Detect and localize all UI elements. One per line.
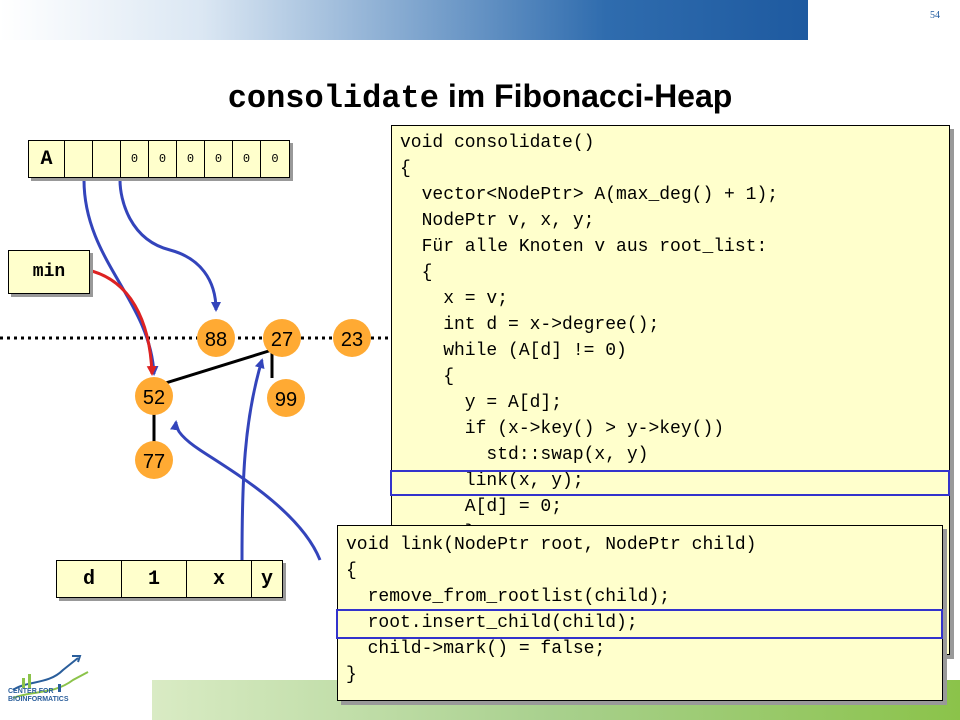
- var-d-label: d: [57, 561, 122, 597]
- title-text: im Fibonacci-Heap: [438, 78, 733, 114]
- logo-text: CENTER FOR BIOINFORMATICS: [8, 688, 108, 704]
- variables-bar: d 1 x y: [56, 560, 283, 598]
- code-line: child->mark() = false;: [346, 639, 606, 659]
- pointer-a1-to-88: [118, 179, 221, 312]
- title-function-name: consolidate: [227, 80, 439, 117]
- node-23-label: 23: [341, 329, 363, 351]
- page-number: 54: [930, 10, 940, 21]
- current-line-highlight: [390, 470, 950, 496]
- node-27: 27: [263, 319, 301, 357]
- node-27-label: 27: [271, 329, 293, 351]
- array-a-cell: 0: [205, 141, 233, 177]
- code-line: }: [346, 665, 357, 685]
- array-a-cell: 0: [233, 141, 261, 177]
- link-code-box: void link(NodePtr root, NodePtr child) {…: [337, 525, 943, 701]
- node-52-label: 52: [143, 387, 165, 409]
- logo-line-1: CENTER FOR: [8, 688, 54, 695]
- node-52: 52: [135, 377, 173, 415]
- node-99-label: 99: [275, 389, 297, 411]
- code-line: link(x, y);: [400, 471, 584, 491]
- code-line: if (x->key() > y->key()): [400, 419, 725, 439]
- pointer-a0-to-52: [82, 179, 159, 376]
- array-a-cell: 0: [149, 141, 177, 177]
- slide-title: consolidate im Fibonacci-Heap: [0, 78, 960, 117]
- array-a-cell: [93, 141, 121, 177]
- code-line: std::swap(x, y): [400, 445, 649, 465]
- pointer-y-to-52: [170, 420, 322, 561]
- node-77: 77: [135, 441, 173, 479]
- code-line: int d = x->degree();: [400, 315, 660, 335]
- array-a-cell: 0: [121, 141, 149, 177]
- min-pointer-box: min: [8, 250, 90, 294]
- array-a-label: A: [29, 141, 65, 177]
- node-23: 23: [333, 319, 371, 357]
- code-line: NodePtr v, x, y;: [400, 211, 595, 231]
- var-d-value: 1: [122, 561, 187, 597]
- link-line-highlight: [336, 609, 943, 639]
- code-line: A[d] = 0;: [400, 497, 563, 517]
- node-88: 88: [197, 319, 235, 357]
- code-line: {: [400, 367, 455, 387]
- code-line: while (A[d] != 0): [400, 341, 627, 361]
- array-a-cell: 0: [271, 152, 279, 166]
- code-line: {: [346, 561, 357, 581]
- code-line: void link(NodePtr root, NodePtr child): [346, 535, 757, 555]
- pointer-min-to-52: [87, 268, 157, 376]
- array-a-cell: [65, 141, 93, 177]
- code-line: Für alle Knoten v aus root_list:: [400, 237, 768, 257]
- code-line: remove_from_rootlist(child);: [346, 587, 671, 607]
- var-y-label: y: [260, 567, 273, 591]
- code-line: vector<NodePtr> A(max_deg() + 1);: [400, 185, 779, 205]
- node-88-label: 88: [205, 329, 227, 351]
- code-line: {: [400, 159, 411, 179]
- code-line: void consolidate(): [400, 133, 595, 153]
- logo-line-2: BIOINFORMATICS: [8, 696, 69, 703]
- array-a: A 0 0 0 0 0 0: [28, 140, 290, 178]
- code-line: x = v;: [400, 289, 509, 309]
- code-line: {: [400, 263, 433, 283]
- header-gradient-bar: [0, 0, 808, 40]
- code-line: root.insert_child(child);: [346, 613, 638, 633]
- array-a-cell: 0: [177, 141, 205, 177]
- code-line: y = A[d];: [400, 393, 563, 413]
- node-77-label: 77: [143, 451, 165, 473]
- logo-icon: [12, 655, 89, 699]
- node-99: 99: [267, 379, 305, 417]
- var-x-label: x: [187, 561, 252, 597]
- tree-edge-27-52: [155, 348, 273, 388]
- pointer-x-to-27: [240, 358, 265, 561]
